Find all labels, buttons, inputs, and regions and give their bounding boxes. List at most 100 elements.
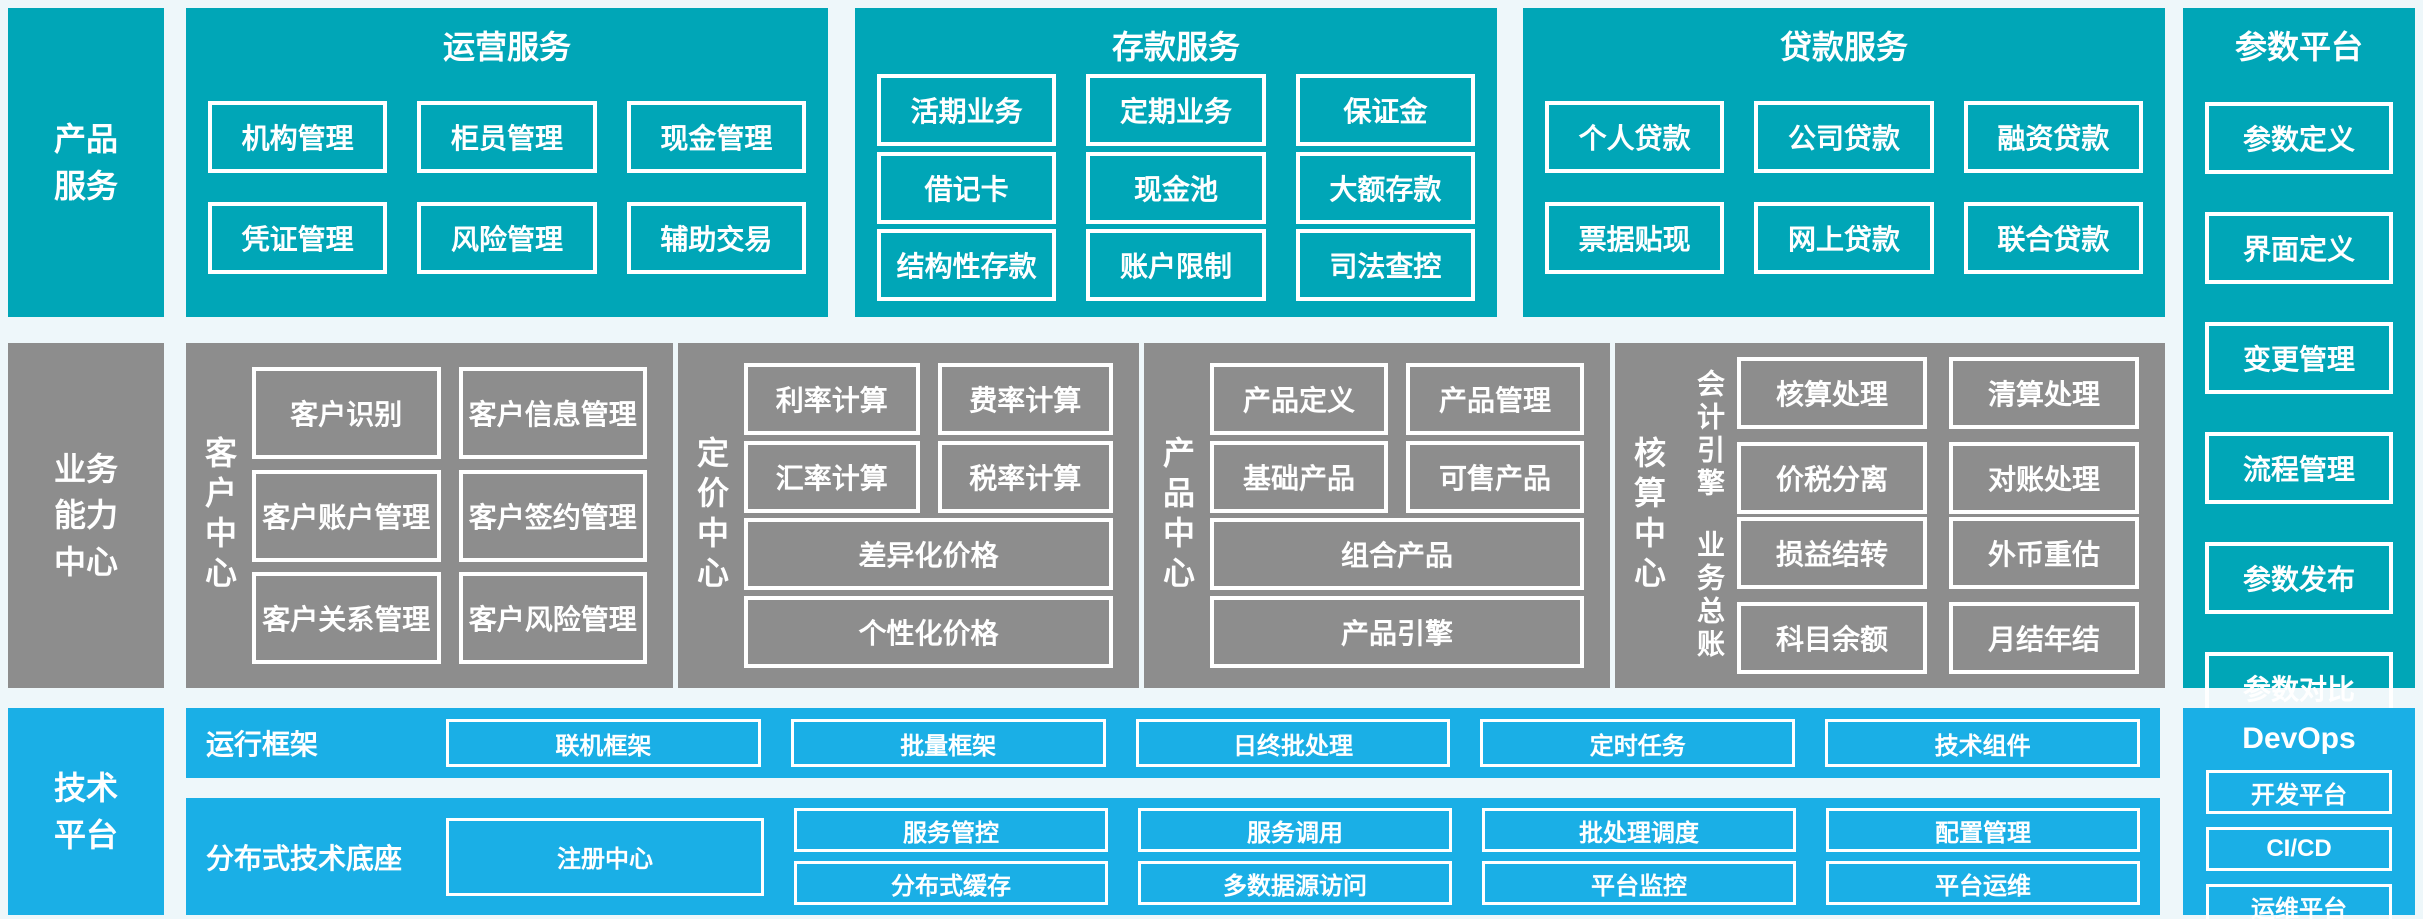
module-box: 票据贴现 [1545, 202, 1725, 274]
module-box: 个性化价格 [744, 596, 1113, 669]
operations-title: 运营服务 [442, 29, 571, 65]
parameter-platform-title: 参数平台 [2234, 29, 2363, 65]
module-box: 产品引擎 [1210, 596, 1584, 669]
rail-tech-platform-label: 技术 平台 [53, 770, 118, 853]
module-box: 税率计算 [937, 440, 1113, 513]
module-box: 可售产品 [1406, 440, 1584, 513]
business-ledger-group: 业务总账 损益结转 外币重估 科目余额 月结年结 [1681, 517, 2139, 675]
module-box: 外币重估 [1949, 517, 2139, 590]
module-box: 差异化价格 [744, 518, 1113, 591]
rail-business-capability-center: 业务 能力 中心 [8, 343, 164, 688]
distributed-row: 分布式缓存 多数据源访问 平台监控 平台运维 [794, 861, 2140, 905]
module-box: 利率计算 [744, 362, 920, 435]
module-box: 服务管控 [794, 808, 1108, 852]
module-box: 凭证管理 [208, 202, 388, 274]
module-box: 客户风险管理 [458, 571, 647, 664]
rail-business-capability-label: 业务 能力 中心 [53, 450, 118, 580]
module-box: 平台监控 [1482, 861, 1796, 905]
band-runtime-framework: 运行框架 联机框架 批量框架 日终批处理 定时任务 技术组件 [186, 708, 2160, 778]
module-box: 辅助交易 [626, 202, 806, 274]
module-box: 客户识别 [252, 367, 441, 460]
accounting-center-body: 会计引擎 核算处理 清算处理 价税分离 对账处理 业务总账 损益结转 [1681, 343, 2165, 688]
module-box: 融资贷款 [1963, 101, 2143, 173]
business-ledger-label: 业务总账 [1694, 529, 1725, 662]
devops-boxes: 开发平台 CI/CD 运维平台 [2183, 770, 2415, 919]
module-box: 平台运维 [1826, 861, 2140, 905]
distributed-base-label: 分布式技术底座 [206, 842, 403, 874]
module-box: 保证金 [1295, 73, 1475, 146]
business-ledger-grid: 损益结转 外币重估 科目余额 月结年结 [1737, 517, 2139, 675]
module-box: 开发平台 [2206, 770, 2392, 814]
section-product-center: 产品中心 产品定义 产品管理 基础产品 可售产品 组合产品 产品引擎 [1144, 343, 1610, 688]
module-box: 价税分离 [1737, 441, 1927, 514]
accounting-engine-label: 会计引擎 [1694, 369, 1725, 502]
loan-row: 个人贷款 公司贷款 融资贷款 [1545, 101, 2143, 173]
module-box: 账户限制 [1086, 229, 1266, 302]
module-box: 日终批处理 [1135, 719, 1451, 767]
deposit-rows: 活期业务 定期业务 保证金 借记卡 现金池 大额存款 结构性存款 账户限制 司法… [855, 68, 1497, 317]
section-accounting-center: 核算中心 会计引擎 核算处理 清算处理 价税分离 对账处理 业务总账 [1615, 343, 2165, 688]
customer-center-body: 客户识别 客户信息管理 客户账户管理 客户签约管理 客户关系管理 客户风险管理 [252, 343, 673, 688]
accounting-row: 核算处理 清算处理 [1737, 356, 2139, 429]
section-pricing-center: 定价中心 利率计算 费率计算 汇率计算 税率计算 差异化价格 个性化价格 [678, 343, 1139, 688]
rail-product-services: 产品 服务 [8, 8, 164, 317]
operations-row: 机构管理 柜员管理 现金管理 [208, 101, 806, 173]
section-deposit-services: 存款服务 活期业务 定期业务 保证金 借记卡 现金池 大额存款 结构性存款 账户… [855, 8, 1497, 317]
rail-product-services-label: 产品 服务 [53, 121, 118, 204]
module-box: 技术组件 [1825, 719, 2140, 767]
module-box: 参数发布 [2205, 542, 2393, 614]
parameter-boxes: 参数定义 界面定义 变更管理 流程管理 参数发布 参数对比 [2183, 102, 2415, 724]
module-box: 结构性存款 [877, 229, 1057, 302]
module-box: 定期业务 [1086, 73, 1266, 146]
module-box: 客户关系管理 [252, 571, 441, 664]
module-box: 柜员管理 [417, 101, 597, 173]
module-box: 批量框架 [790, 719, 1106, 767]
module-box: 变更管理 [2205, 322, 2393, 394]
module-box: 机构管理 [208, 101, 388, 173]
loan-title: 贷款服务 [1779, 29, 1908, 65]
product-center-body: 产品定义 产品管理 基础产品 可售产品 组合产品 产品引擎 [1210, 343, 1610, 688]
module-box: 费率计算 [937, 362, 1113, 435]
module-box: 网上贷款 [1754, 202, 1934, 274]
deposit-row: 活期业务 定期业务 保证金 [877, 73, 1475, 146]
customer-row: 客户账户管理 客户签约管理 [252, 469, 647, 562]
module-box: 风险管理 [417, 202, 597, 274]
module-box: 批处理调度 [1482, 808, 1796, 852]
module-box: 运维平台 [2206, 884, 2392, 919]
module-box: 核算处理 [1737, 356, 1927, 429]
band-distributed-base: 分布式技术底座 注册中心 服务管控 服务调用 批处理调度 配置管理 分布式缓存 … [186, 798, 2160, 915]
accounting-row: 科目余额 月结年结 [1737, 602, 2139, 675]
module-box: 服务调用 [1138, 808, 1452, 852]
module-box: 流程管理 [2205, 432, 2393, 504]
customer-center-label: 客户中心 [201, 435, 237, 596]
module-box: 对账处理 [1949, 441, 2139, 514]
module-box: 汇率计算 [744, 440, 920, 513]
module-box: 公司贷款 [1754, 101, 1934, 173]
deposit-row: 结构性存款 账户限制 司法查控 [877, 229, 1475, 302]
section-parameter-platform: 参数平台 参数定义 界面定义 变更管理 流程管理 参数发布 参数对比 [2183, 8, 2415, 724]
pricing-center-label: 定价中心 [693, 435, 729, 596]
customer-row: 客户关系管理 客户风险管理 [252, 571, 647, 664]
module-box: 多数据源访问 [1138, 861, 1452, 905]
distributed-grid: 服务管控 服务调用 批处理调度 配置管理 分布式缓存 多数据源访问 平台监控 平… [794, 808, 2140, 905]
loan-row: 票据贴现 网上贷款 联合贷款 [1545, 202, 2143, 274]
module-box: 客户账户管理 [252, 469, 441, 562]
distributed-row: 服务管控 服务调用 批处理调度 配置管理 [794, 808, 2140, 852]
product-row: 基础产品 可售产品 [1210, 440, 1584, 513]
accounting-engine-grid: 核算处理 清算处理 价税分离 对账处理 [1737, 356, 2139, 514]
module-box: 现金管理 [626, 101, 806, 173]
pricing-row: 汇率计算 税率计算 [744, 440, 1113, 513]
runtime-framework-label: 运行框架 [206, 729, 319, 760]
module-box: 联合贷款 [1963, 202, 2143, 274]
customer-row: 客户识别 客户信息管理 [252, 367, 647, 460]
product-center-label: 产品中心 [1159, 435, 1195, 596]
product-row: 产品定义 产品管理 [1210, 362, 1584, 435]
devops-title: DevOps [2242, 722, 2356, 755]
operations-row: 凭证管理 风险管理 辅助交易 [208, 202, 806, 274]
module-box: 注册中心 [446, 817, 764, 896]
operations-rows: 机构管理 柜员管理 现金管理 凭证管理 风险管理 辅助交易 [186, 68, 828, 317]
accounting-row: 价税分离 对账处理 [1737, 441, 2139, 514]
module-box: 大额存款 [1295, 151, 1475, 224]
section-operations-services: 运营服务 机构管理 柜员管理 现金管理 凭证管理 风险管理 辅助交易 [186, 8, 828, 317]
